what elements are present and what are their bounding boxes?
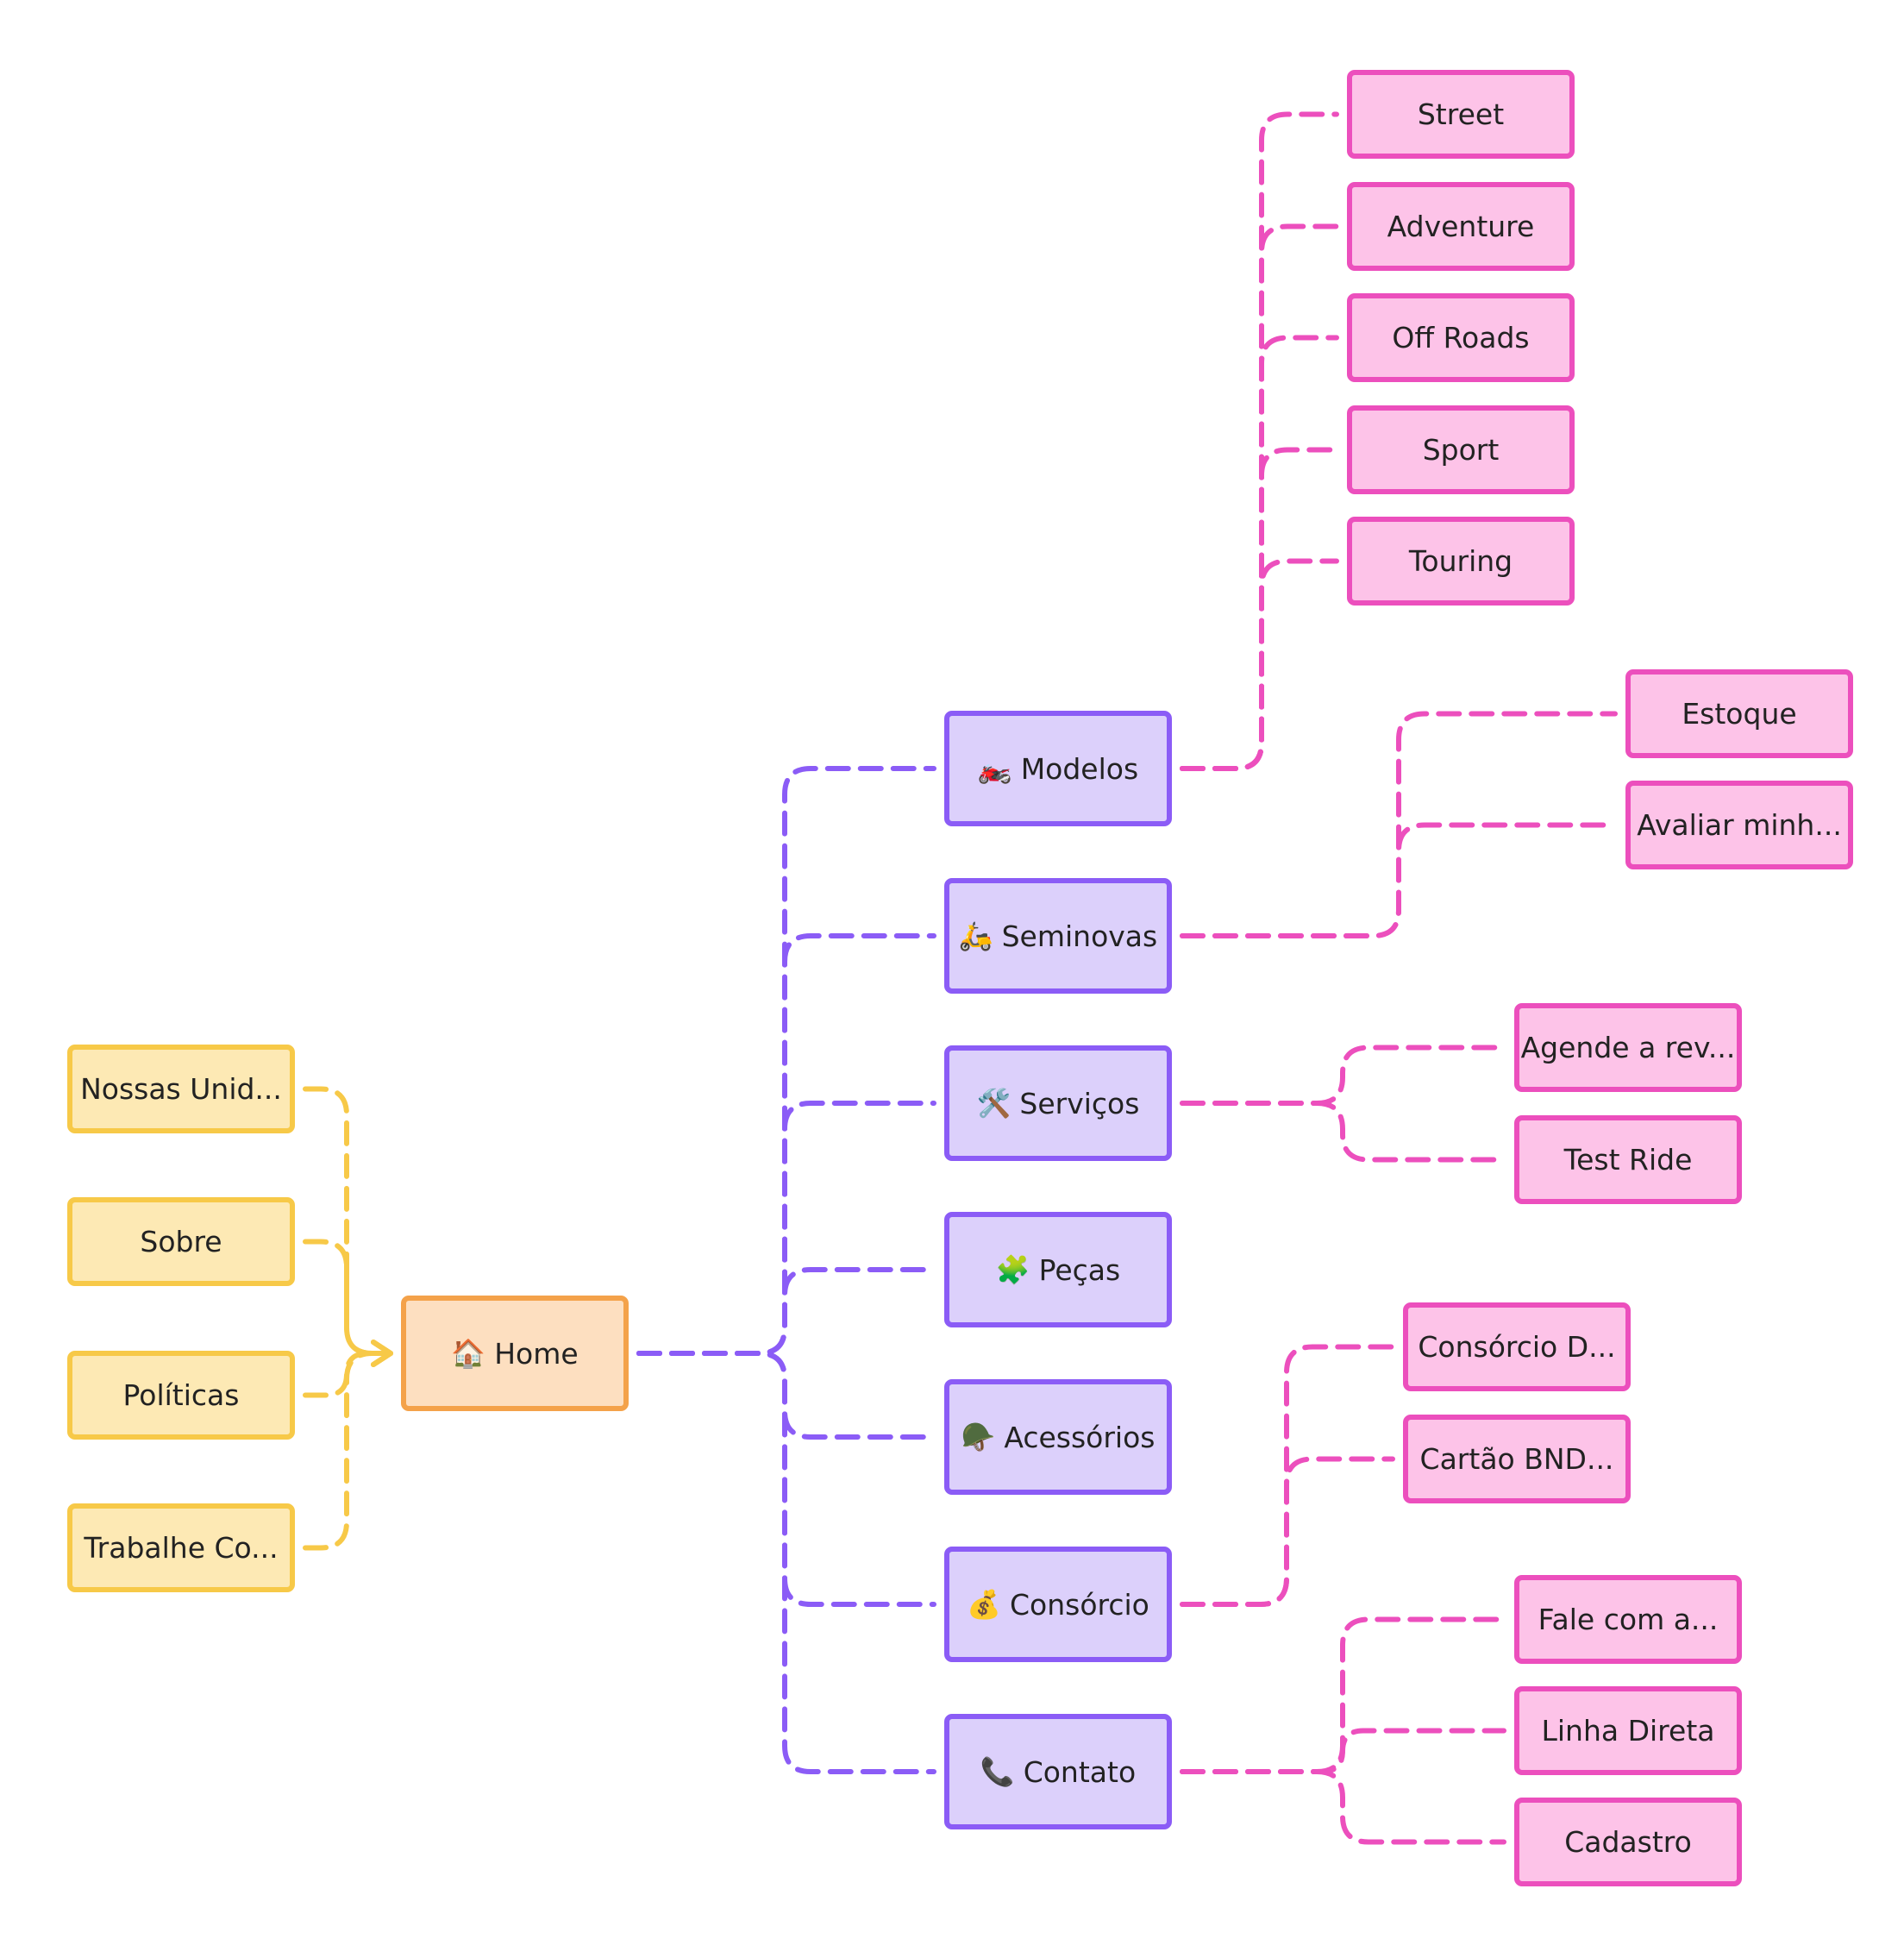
node-label: Fale com a... [1538,1603,1719,1636]
helmet-icon: 🪖 [961,1421,996,1453]
node-label: Estoque [1682,697,1797,731]
node-sobre[interactable]: Sobre [67,1197,295,1286]
node-label: Avaliar minh... [1637,808,1842,842]
node-contato[interactable]: 📞 Contato [944,1714,1172,1829]
phone-icon: 📞 [980,1755,1015,1788]
node-seminovas[interactable]: 🛵 Seminovas [944,878,1172,994]
node-label: Seminovas [1001,919,1158,953]
connector-s5-1 [1180,1456,1395,1607]
puzzle-icon: 🧩 [995,1253,1030,1286]
node-cadastro[interactable]: Cadastro [1514,1798,1742,1886]
motorcycle-icon: 🏍️ [977,752,1012,785]
connector-s6-2 [1180,1769,1506,1845]
node-linha-direta[interactable]: Linha Direta [1514,1686,1742,1775]
connector-section-6 [636,1351,936,1774]
node-test-ride[interactable]: Test Ride [1514,1115,1742,1204]
node-agende-a-revisao[interactable]: Agende a rev... [1514,1003,1742,1092]
node-avaliar-minha-moto[interactable]: Avaliar minh... [1625,781,1853,869]
node-fale-com-a[interactable]: Fale com a... [1514,1575,1742,1664]
node-label: Trabalhe Co... [84,1531,279,1565]
connector-left-3-arrowhead [371,1340,393,1367]
node-acessorios[interactable]: 🪖 Acessórios [944,1379,1172,1495]
connector-s2-0 [1180,1045,1506,1106]
node-cartao-bndes[interactable]: Cartão BND... [1403,1415,1631,1503]
node-label: Street [1417,97,1505,131]
node-label: Peças [1038,1252,1121,1287]
node-trabalhe-conosco[interactable]: Trabalhe Co... [67,1503,295,1592]
node-estoque[interactable]: Estoque [1625,669,1853,758]
node-label: Consórcio D... [1418,1330,1616,1364]
connector-left-3 [303,1351,393,1551]
node-off-roads[interactable]: Off Roads [1347,293,1575,382]
connector-s6-1 [1180,1728,1506,1774]
node-label: Contato [1023,1754,1137,1789]
node-label: Políticas [122,1378,240,1412]
node-home[interactable]: 🏠 Home [401,1296,629,1411]
node-label: Off Roads [1392,321,1530,355]
node-label: Test Ride [1563,1143,1693,1177]
node-label: Sport [1422,433,1500,467]
node-consorcio[interactable]: 💰 Consórcio [944,1547,1172,1662]
node-label: Cartão BND... [1419,1442,1614,1476]
node-label: Sobre [140,1225,222,1258]
money-bag-icon: 💰 [967,1588,1001,1621]
house-icon: 🏠 [451,1337,486,1370]
connector-section-3 [636,1267,936,1356]
node-servicos[interactable]: 🛠️ Serviços [944,1045,1172,1161]
connector-s2-1 [1180,1101,1506,1163]
node-consorcio-d[interactable]: Consórcio D... [1403,1302,1631,1391]
node-label: Adventure [1387,210,1535,243]
node-label: Serviços [1019,1086,1140,1120]
node-label: Cadastro [1564,1825,1692,1859]
node-sport[interactable]: Sport [1347,405,1575,494]
node-street[interactable]: Street [1347,70,1575,159]
connector-s0-4 [1180,558,1339,771]
node-label: Touring [1408,544,1513,578]
tools-icon: 🛠️ [976,1087,1012,1120]
node-label: Acessórios [1004,1420,1156,1454]
node-label: Agende a rev... [1520,1031,1736,1064]
node-pecas[interactable]: 🧩 Peças [944,1212,1172,1327]
node-modelos[interactable]: 🏍️ Modelos [944,711,1172,826]
scooter-icon: 🛵 [958,919,993,952]
node-label: Modelos [1020,751,1139,786]
node-politicas[interactable]: Políticas [67,1351,295,1440]
node-nossas-unidades[interactable]: Nossas Unid... [67,1045,295,1133]
node-label: Consórcio [1009,1587,1149,1622]
node-adventure[interactable]: Adventure [1347,182,1575,271]
connector-s1-1 [1180,822,1618,938]
node-label: Home [494,1336,579,1371]
node-label: Linha Direta [1541,1714,1715,1748]
node-touring[interactable]: Touring [1347,517,1575,606]
node-label: Nossas Unid... [80,1072,282,1106]
